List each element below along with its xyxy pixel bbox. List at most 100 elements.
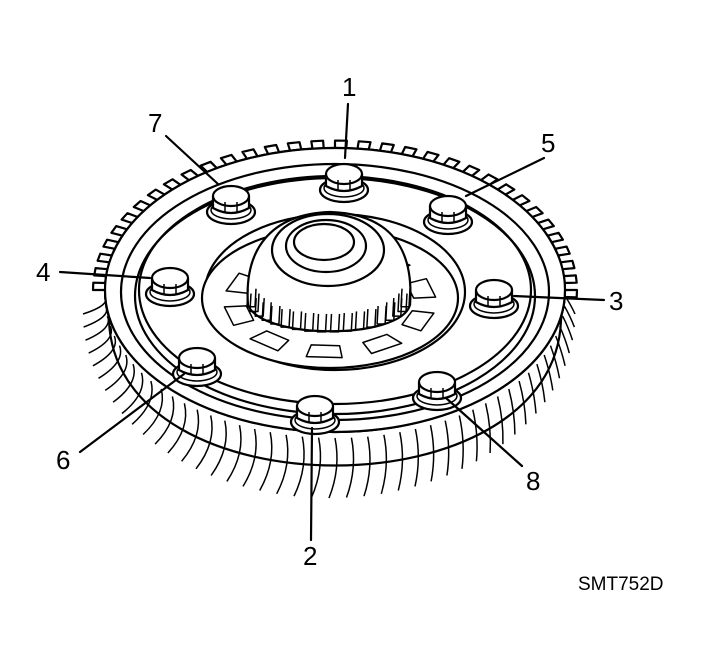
helical-tooth <box>380 434 388 495</box>
helical-tooth <box>345 437 355 498</box>
bolt-number-6: 6 <box>56 445 70 475</box>
bolt-label-7: 7 <box>148 108 162 138</box>
leader-lines <box>58 102 606 542</box>
helical-tooth <box>154 396 175 445</box>
helical-tooth <box>536 363 546 403</box>
hub-window <box>362 333 403 355</box>
bearing-roller <box>376 305 387 325</box>
bolt-number-7: 7 <box>148 108 162 138</box>
helical-tooth <box>142 388 164 436</box>
bolts <box>144 162 520 436</box>
bolt-label-8: 8 <box>526 466 540 496</box>
leader-line-3 <box>512 294 606 302</box>
leader-line-8 <box>444 396 524 468</box>
bolt-1 <box>318 162 370 204</box>
bolt-2 <box>289 394 341 436</box>
helical-tooth <box>210 420 227 476</box>
helical-tooth <box>92 335 117 367</box>
bolt-label-1: 1 <box>342 72 356 102</box>
helical-tooth <box>559 325 571 354</box>
bearing-roller <box>397 293 408 313</box>
bearing-roller <box>254 298 265 317</box>
helical-tooth <box>397 432 404 491</box>
bolt-8 <box>411 370 463 412</box>
bolt-number-3: 3 <box>609 286 623 316</box>
helical-tooth <box>518 380 527 425</box>
hub-window <box>305 344 343 359</box>
helical-tooth <box>167 403 187 454</box>
hub-window <box>249 330 290 352</box>
bearing-roller <box>400 288 411 308</box>
helical-tooth <box>181 409 200 462</box>
helical-tooth <box>508 388 516 435</box>
bearing-roller <box>270 305 281 325</box>
helical-tooth <box>85 315 110 341</box>
helical-tooth <box>328 437 338 499</box>
bolt-number-1: 1 <box>342 72 356 102</box>
helical-tooth <box>429 425 435 482</box>
helical-tooth <box>549 345 561 379</box>
bolt-4 <box>144 266 196 308</box>
bearing-roller <box>366 309 377 328</box>
helical-tooth <box>88 325 113 354</box>
figure-code: SMT752D <box>578 574 664 595</box>
hub-window <box>401 309 435 332</box>
helical-tooth <box>555 335 566 366</box>
bearing-roller <box>329 313 341 333</box>
helical-tooth <box>484 403 492 454</box>
bolt-label-5: 5 <box>541 128 555 158</box>
bolt-label-3: 3 <box>609 286 623 316</box>
helical-tooth <box>242 428 257 487</box>
helical-tooth <box>104 354 128 392</box>
bearing-cage <box>246 288 411 333</box>
helical-tooth <box>310 437 322 498</box>
helical-tooth <box>472 409 478 462</box>
bearing-roller <box>342 313 354 332</box>
helical-tooth <box>293 436 305 497</box>
bolt-label-4: 4 <box>36 257 50 287</box>
leader-line-1 <box>343 102 350 160</box>
helical-tooth <box>414 428 420 487</box>
bolt-7 <box>205 184 257 226</box>
leader-line-6 <box>78 372 186 454</box>
leader-line-4 <box>58 270 152 280</box>
helical-tooth <box>226 425 242 482</box>
bolt-3 <box>468 278 520 320</box>
helical-tooth <box>543 354 554 391</box>
helical-tooth <box>195 415 213 470</box>
leader-line-5 <box>464 156 546 198</box>
helical-tooth <box>527 372 537 414</box>
bolt-number-8: 8 <box>526 466 540 496</box>
bolt-5 <box>422 194 474 236</box>
bearing-roller <box>316 313 328 333</box>
bolt-label-6: 6 <box>56 445 70 475</box>
helical-tooth <box>121 372 144 415</box>
bolt-number-4: 4 <box>36 257 50 287</box>
bearing-roller <box>291 311 303 331</box>
helical-tooth <box>496 396 504 445</box>
bearing-roller <box>303 313 315 332</box>
leader-line-7 <box>164 134 220 186</box>
bearing-roller <box>354 311 366 331</box>
bearing-roller <box>261 302 272 322</box>
helical-tooth <box>444 420 450 476</box>
bolt-6 <box>171 346 223 388</box>
differential-hub <box>200 210 460 370</box>
bearing-roller <box>280 309 291 328</box>
bolt-label-2: 2 <box>303 541 317 571</box>
helical-tooth <box>563 305 576 328</box>
bolt-number-5: 5 <box>541 128 555 158</box>
helical-tooth <box>98 345 122 379</box>
helical-tooth <box>259 432 273 491</box>
helical-tooth <box>82 295 107 315</box>
leader-line-2 <box>309 426 314 542</box>
bolt-number-2: 2 <box>303 541 317 571</box>
bearing-roller <box>246 288 257 308</box>
helical-tooth <box>458 415 464 469</box>
bearing-roller <box>249 293 260 313</box>
helical-tooth <box>562 315 574 341</box>
bearing-roller <box>392 298 403 317</box>
helical-tooth <box>112 363 135 403</box>
helical-tooth <box>276 434 289 495</box>
